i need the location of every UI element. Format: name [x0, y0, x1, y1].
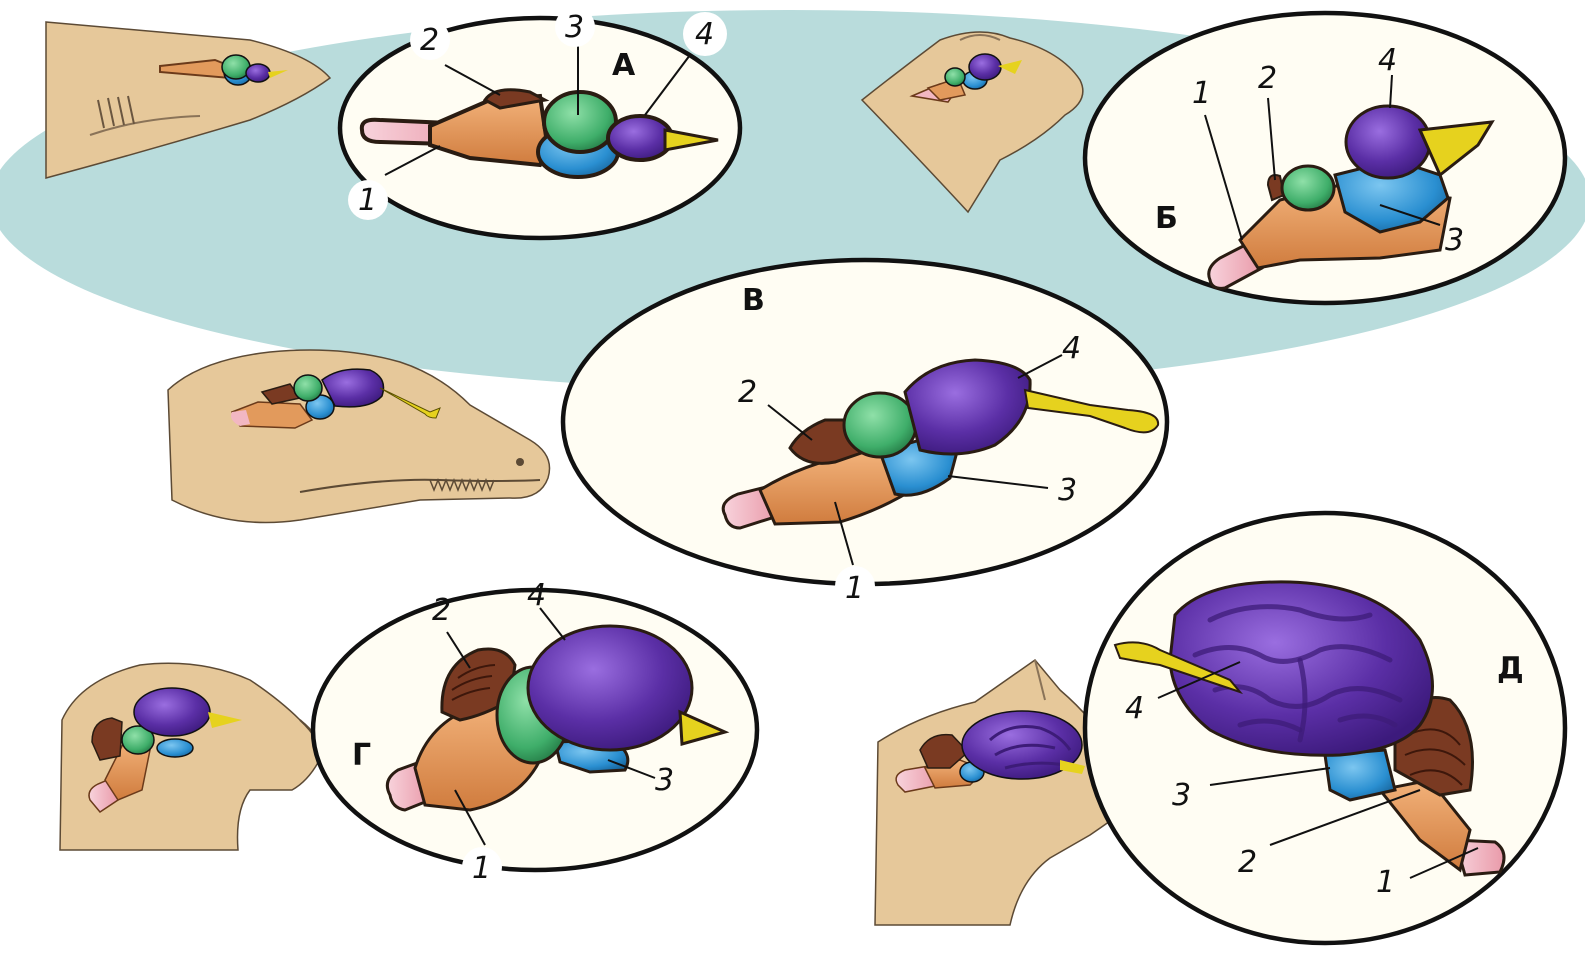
panel-d-label-3: 3 [1172, 778, 1191, 813]
panel-g-letter: Г [352, 738, 371, 773]
panel-v-label-2: 2 [738, 375, 757, 410]
panel-g-label-2: 2 [432, 593, 451, 628]
panel-b-label-3: 3 [1445, 223, 1464, 258]
panel-a-letter: А [612, 48, 636, 83]
panel-a-label-2: 2 [420, 23, 439, 58]
panel-g-label-4: 4 [527, 578, 546, 613]
panel-v-letter: В [742, 283, 765, 318]
panel-v-label-3: 3 [1058, 473, 1077, 508]
panel-a-label-1: 1 [358, 183, 377, 218]
panel-d-letter: Д [1497, 651, 1524, 686]
panel-a-label-4: 4 [695, 17, 714, 52]
panel-d-label-1: 1 [1376, 865, 1395, 900]
panel-b-letter: Б [1155, 201, 1178, 236]
panel-a-label-3: 3 [565, 10, 584, 45]
panel-v-label-1: 1 [845, 571, 864, 606]
panel-v-label-4: 4 [1062, 331, 1081, 366]
panel-b-label-2: 2 [1258, 61, 1277, 96]
panel-b-label-1: 1 [1192, 76, 1211, 111]
panel-b-label-4: 4 [1378, 43, 1397, 78]
panel-g-label-3: 3 [655, 763, 674, 798]
panel-d-label-4: 4 [1125, 691, 1144, 726]
panel-g-label-1: 1 [472, 851, 491, 886]
panel-d-label-2: 2 [1238, 845, 1257, 880]
